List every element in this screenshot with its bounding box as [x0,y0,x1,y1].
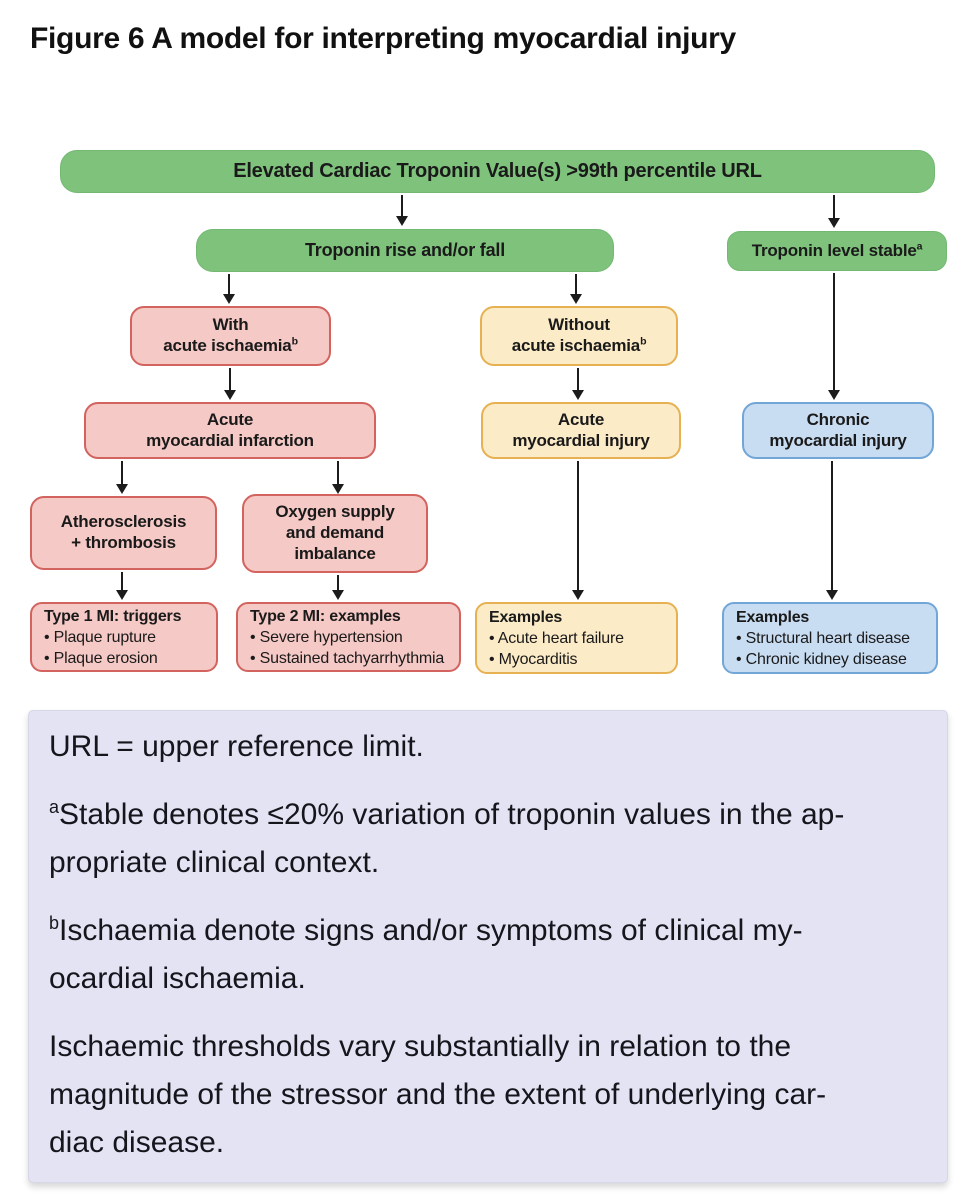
flow-arrow-stable-to-chronic [826,273,842,400]
flow-arrow-ami-to-oxygen [330,461,346,494]
node-label: Oxygen supply and demand imbalance [275,502,395,563]
flow-arrow-with-to-ami [222,368,238,400]
superscript-a: a [916,239,923,252]
node-type1-mi-triggers: Type 1 MI: triggers • Plaque rupture • P… [30,602,218,672]
node-type2-mi-examples: Type 2 MI: examples • Severe hypertensio… [236,602,461,672]
list-title: Examples [736,608,810,626]
footnote-ischaemia: bIschaemia denote signs and/or symptoms … [49,913,803,995]
node-troponin-rise-fall: Troponin rise and/or fall [196,229,614,272]
node-label: Without acute ischaemiab [511,315,647,355]
list-items: • Plaque rupture • Plaque erosion [44,628,158,667]
flow-arrow-elevated-to-stable [826,195,842,228]
arrow-stem [229,368,231,392]
arrow-stem [577,368,579,392]
list-title: Type 2 MI: examples [250,607,401,625]
node-elevated-troponin: Elevated Cardiac Troponin Value(s) >99th… [60,150,935,193]
node-acute-myocardial-injury: Acute myocardial injury [481,402,681,459]
flow-arrow-elevated-to-risefall [394,195,410,226]
node-without-acute-ischaemia: Without acute ischaemiab [480,306,678,366]
node-acute-injury-examples: Examples • Acute heart failure • Myocard… [475,602,678,674]
node-label: Troponin rise and/or fall [304,239,506,260]
node-label: Troponin level stablea [751,239,923,260]
flow-arrow-without-to-acuteinjury [570,368,586,400]
list-items: • Acute heart failure • Myocarditis [489,629,624,668]
arrow-stem [228,274,230,296]
arrow-stem [121,572,123,592]
flow-arrow-atherosclerosis-to-type1 [114,572,130,600]
node-oxygen-supply-demand: Oxygen supply and demand imbalance [242,494,428,573]
footnote-url: URL = upper reference limit. [49,730,424,763]
arrow-stem [401,195,403,218]
flow-arrow-chronic-to-examples [824,461,840,600]
node-label: Atherosclerosis + thrombosis [60,512,187,552]
flow-arrow-ami-to-atherosclerosis [114,461,130,494]
node-label: Acute myocardial injury [512,409,650,450]
flow-arrow-risefall-to-with [221,274,237,304]
figure-title: Figure 6 A model for interpreting myocar… [30,22,736,55]
arrow-stem [575,274,577,296]
node-label: Acute myocardial infarction [146,409,314,450]
node-chronic-myocardial-injury: Chronic myocardial injury [742,402,934,459]
arrow-stem [833,273,835,392]
list-items: • Severe hypertension • Sustained tachya… [250,628,445,667]
superscript-b: b [291,335,298,348]
node-troponin-stable: Troponin level stablea [727,231,947,271]
arrow-stem [337,461,339,486]
node-label: Elevated Cardiac Troponin Value(s) >99th… [233,160,762,183]
node-acute-myocardial-infarction: Acute myocardial infarction [84,402,376,459]
node-label: With acute ischaemiab [163,315,298,355]
arrow-stem [833,195,835,220]
node-with-acute-ischaemia: With acute ischaemiab [130,306,331,366]
node-label: Chronic myocardial injury [769,409,907,450]
list-title: Type 1 MI: triggers [44,607,182,625]
superscript-b: b [640,335,647,348]
flow-arrow-oxygen-to-type2 [330,575,346,600]
footnote-stable: aStable denotes ≤20% variation of tropon… [49,797,845,879]
footnote-thresholds: Ischaemic thresholds vary substantially … [49,1030,827,1159]
superscript-a: a [49,797,60,817]
superscript-b: b [49,913,60,933]
arrow-stem [577,461,579,592]
node-atherosclerosis-thrombosis: Atherosclerosis + thrombosis [30,496,217,570]
list-title: Examples [489,608,563,626]
footnotes-panel: URL = upper reference limit. aStable den… [28,710,948,1183]
node-chronic-injury-examples: Examples • Structural heart disease • Ch… [722,602,938,674]
arrow-stem [337,575,339,592]
flow-arrow-risefall-to-without [568,274,584,304]
arrow-stem [121,461,123,486]
flow-arrow-acuteinjury-to-examples [570,461,586,600]
arrow-stem [831,461,833,592]
list-items: • Structural heart disease • Chronic kid… [736,629,910,668]
